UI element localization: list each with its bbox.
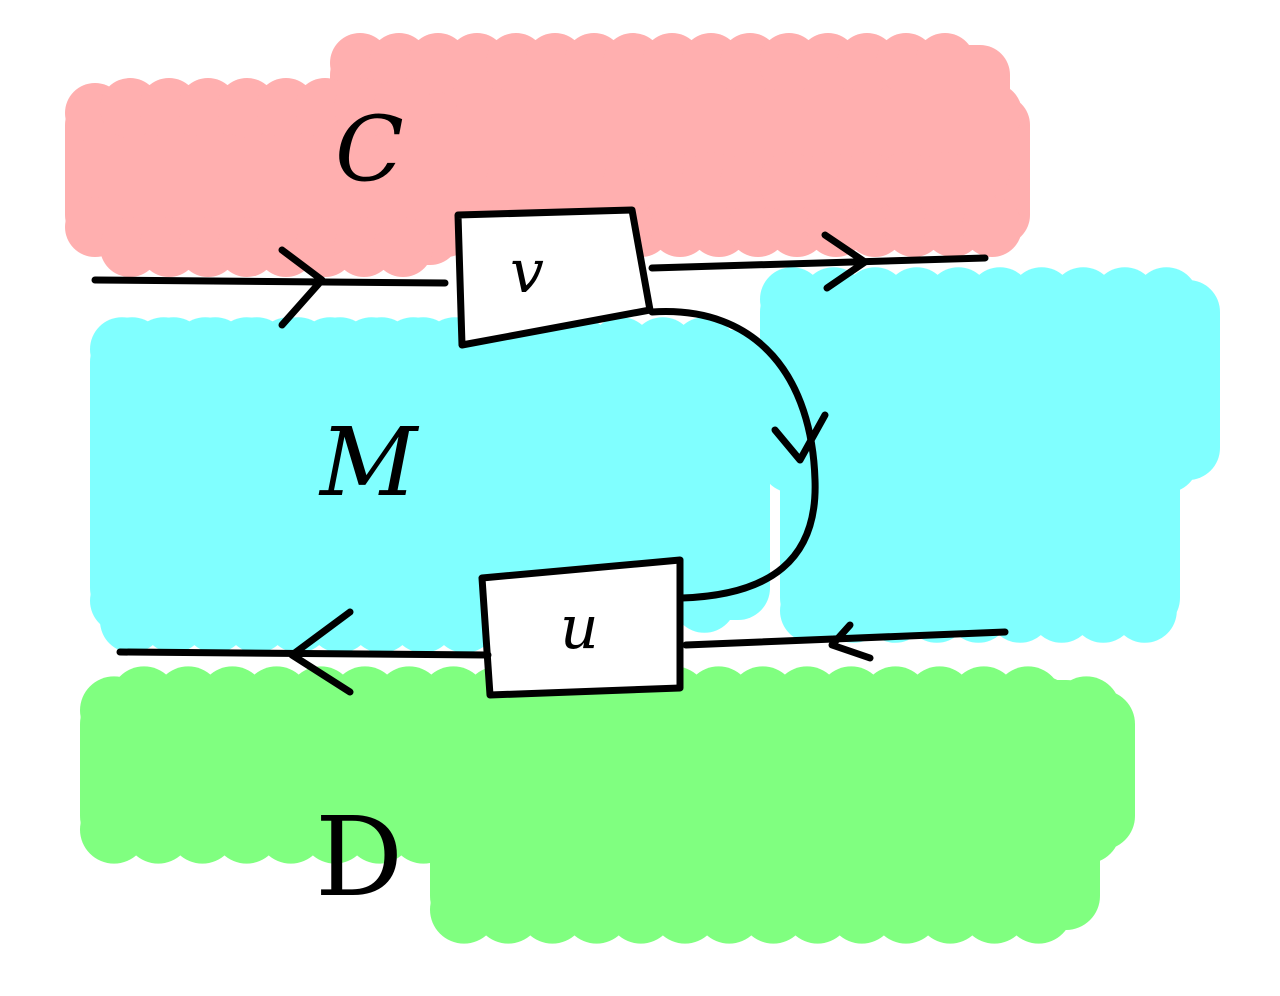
edge-u-out [116,648,492,659]
region-m-label: M [318,408,420,518]
fill-bump [1004,686,1073,755]
box-u-label: u [560,593,599,663]
fill-bump [1004,875,1073,944]
fill-bump [915,33,975,93]
region-c-label: C [335,97,404,202]
fill-bump [1112,578,1177,643]
box-v-label: v [510,237,544,307]
arrow-left-icon [288,608,354,696]
region-d [80,666,1135,944]
edge-v-to-u [648,308,819,602]
fill-stroke [100,330,500,640]
fill-bump [373,217,433,277]
edge-in-to-u [682,628,1009,649]
arrow-right-icon [278,246,326,329]
edge-v-out [648,254,989,272]
fill-bump [915,152,975,212]
fill-bump [373,78,433,138]
arrow-down-icon [771,411,829,464]
arrow-right-icon [821,231,869,292]
region-d-label: D [315,793,403,921]
fill-bump [1134,267,1199,332]
fill-bump [672,568,737,633]
edge-in-to-v [91,276,449,287]
fill-bump [672,317,737,382]
fill-stroke [430,700,1100,930]
fill-bump [1112,367,1177,432]
fill-stroke [780,380,1180,630]
fill-bump [962,197,1022,257]
region-c [65,33,1030,277]
arrow-left-icon [828,621,874,662]
